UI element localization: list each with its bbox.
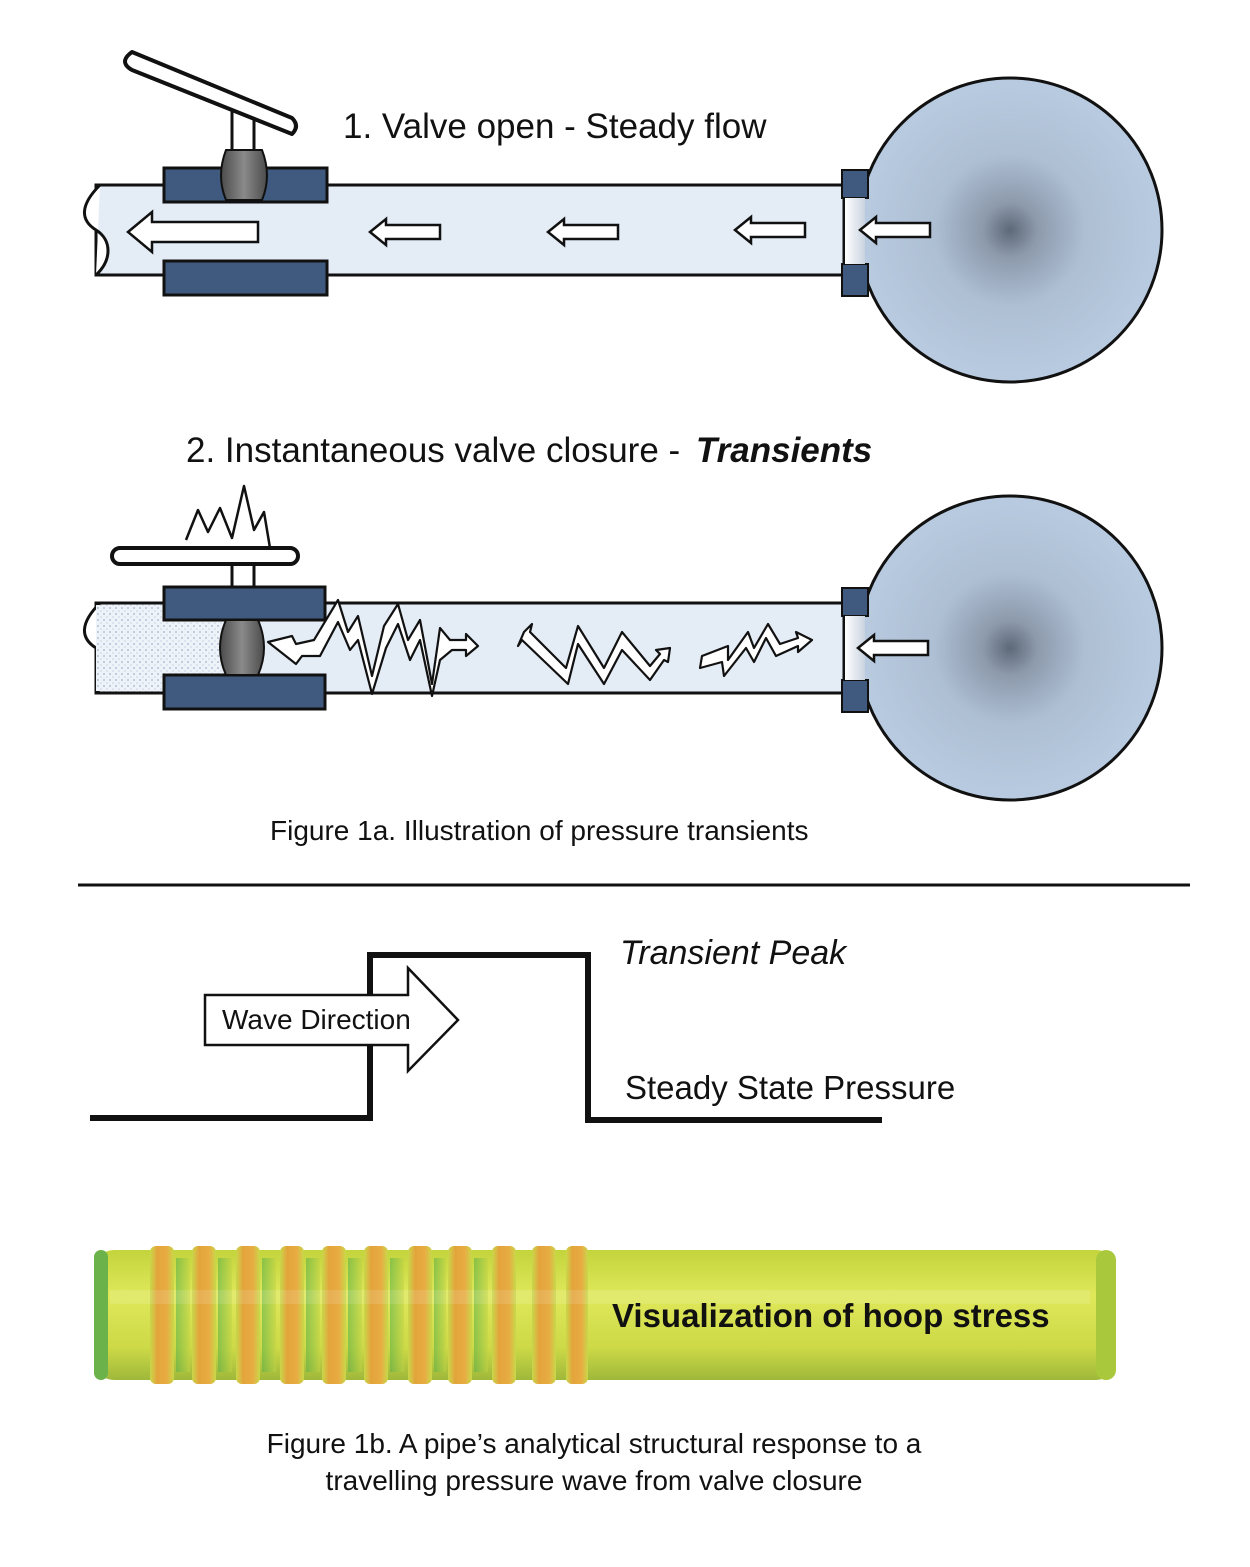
tank-flange-bottom: [841, 263, 869, 297]
stress-ring: [448, 1246, 472, 1384]
stress-band: [390, 1258, 404, 1372]
stress-ring: [566, 1246, 588, 1384]
stress-band: [434, 1258, 446, 1372]
tank-flange-top: [841, 587, 869, 617]
stress-ring: [364, 1246, 388, 1384]
flow-arrow: [368, 216, 442, 248]
flow-arrow: [546, 216, 620, 248]
transient-wave-arrow: [698, 622, 814, 678]
figure-1b-caption-line2: travelling pressure wave from valve clos…: [326, 1465, 863, 1496]
flow-arrow: [733, 214, 807, 246]
tank-opening: [845, 198, 865, 264]
stress-ring: [408, 1246, 432, 1384]
step2-label-emphasis: Transients: [696, 431, 872, 470]
valve-flange-top: [162, 585, 327, 622]
tank-flange-top: [841, 169, 869, 199]
stress-band: [474, 1258, 488, 1372]
step2-label-plain: 2. Instantaneous valve closure -: [186, 431, 690, 470]
stress-band: [306, 1258, 320, 1372]
hoop-stress-visualization: Visualization of hoop stress: [94, 1246, 1116, 1384]
stress-band: [348, 1258, 362, 1372]
pipe-cut-end: [83, 183, 110, 277]
valve-ball: [220, 149, 268, 201]
stress-band: [262, 1258, 276, 1372]
flow-arrow-large: [126, 209, 260, 255]
pipe-end-cap: [1096, 1250, 1116, 1380]
valve-ball-closed: [219, 619, 265, 676]
figure-1b-caption-line1: Figure 1b. A pipe’s analytical structura…: [267, 1428, 922, 1459]
stress-ring: [280, 1246, 304, 1384]
stress-ring: [322, 1246, 346, 1384]
steady-state-label: Steady State Pressure: [625, 1069, 955, 1106]
valve-handle: [123, 50, 298, 136]
wave-direction-arrow: [203, 964, 460, 1075]
stress-ring: [192, 1246, 216, 1384]
figure-1a-caption: Figure 1a. Illustration of pressure tran…: [270, 815, 808, 846]
hoop-stress-rings: [150, 1246, 588, 1384]
stress-ring: [532, 1246, 556, 1384]
panel-valve-closure: 2. Instantaneous valve closure - Transie…: [83, 431, 1164, 802]
wave-direction-label: Wave Direction: [222, 1004, 411, 1035]
stress-band: [218, 1258, 232, 1372]
flow-arrow: [856, 632, 930, 664]
valve-flange-bottom: [162, 259, 329, 297]
pressure-step-line: [90, 952, 882, 1123]
stress-ring: [150, 1246, 174, 1384]
pipe-highlight: [110, 1290, 1090, 1304]
stress-gradient-bands: [176, 1258, 488, 1372]
tank-opening: [845, 616, 865, 680]
transient-wave-arrow: [516, 622, 672, 686]
stress-ring: [236, 1246, 260, 1384]
tank-flange-bottom: [841, 679, 869, 713]
transient-peak-label: Transient Peak: [620, 934, 848, 972]
hoop-stress-label: Visualization of hoop stress: [612, 1297, 1050, 1334]
step2-label: 2. Instantaneous valve closure - Transie…: [186, 431, 872, 470]
transient-wave-arrow: [266, 598, 480, 698]
step1-label: 1. Valve open - Steady flow: [343, 107, 767, 146]
pressure-wave-profile: Wave Direction Transient Peak Steady Sta…: [90, 934, 955, 1123]
valve-flange-bottom: [162, 673, 327, 711]
pipe-end-cap: [94, 1250, 108, 1380]
impact-spark-icon: [184, 484, 272, 549]
stress-band: [176, 1258, 190, 1372]
valve-handle: [110, 546, 300, 566]
flow-arrow: [858, 214, 932, 246]
stress-ring: [492, 1246, 516, 1384]
panel-valve-open: 1. Valve open - Steady flow: [83, 50, 1164, 384]
